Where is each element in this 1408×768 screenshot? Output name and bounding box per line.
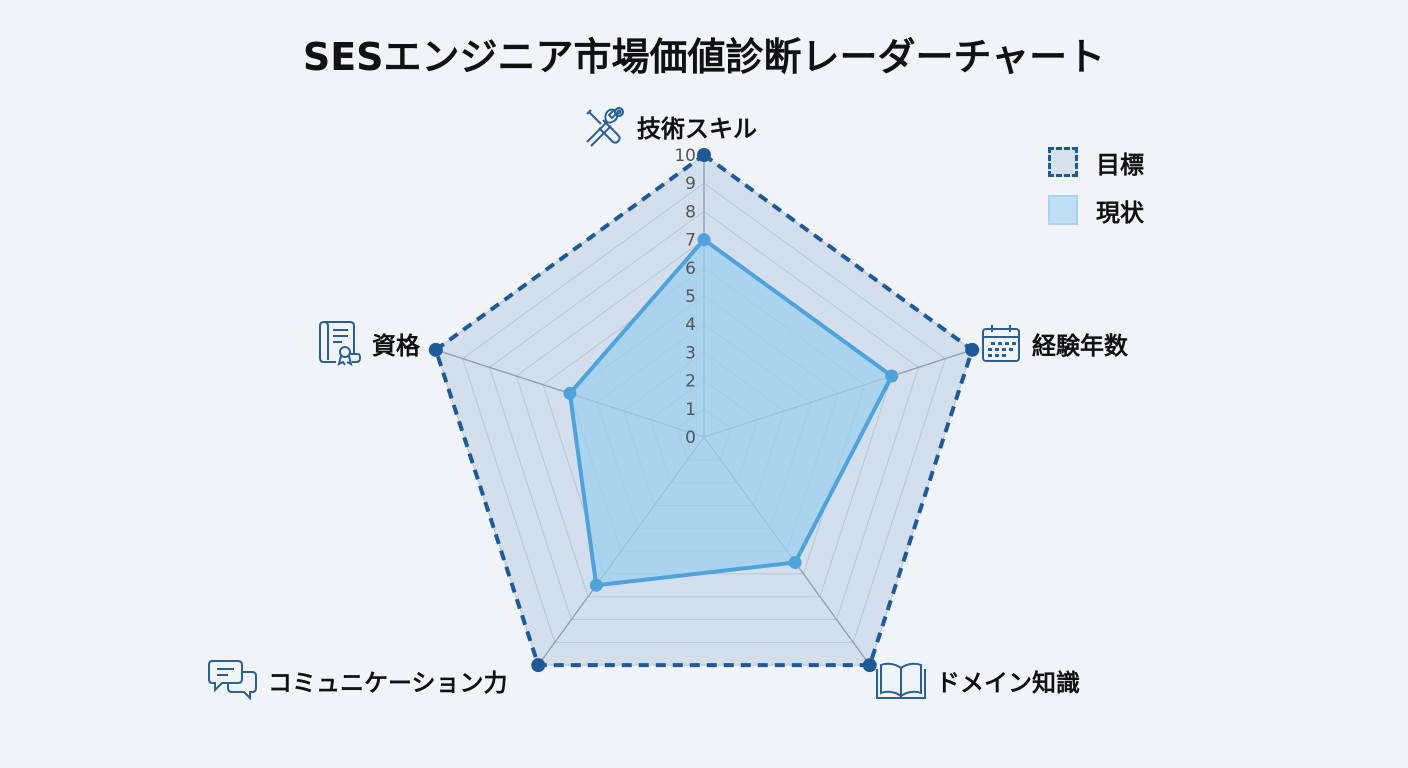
tick-label: 9	[685, 174, 696, 194]
axis-label-tech-skill: 技術スキル	[583, 104, 757, 148]
axis-label-domain: ドメイン知識	[876, 660, 1080, 700]
marker-current	[563, 386, 577, 400]
axis-label-experience: 経験年数	[980, 322, 1128, 364]
marker-target	[697, 148, 711, 162]
chat-bubbles-icon	[208, 660, 257, 701]
marker-target	[862, 658, 877, 673]
marker-current	[697, 233, 711, 247]
series-target-outline	[433, 152, 975, 668]
legend-label-current: 現状	[1096, 198, 1144, 227]
calendar-icon	[982, 325, 1020, 362]
axis-label-communication: コミュニケーション力	[208, 658, 508, 702]
tick-label: 4	[685, 315, 696, 335]
tick-label: 2	[685, 372, 696, 392]
chart-title: SESエンジニア市場価値診断レーダーチャート	[302, 35, 1106, 79]
tick-label: 7	[685, 231, 696, 251]
marker-current	[788, 555, 802, 569]
tick-label: 0	[685, 428, 696, 448]
tick-label: 5	[685, 287, 696, 307]
marker-target	[531, 658, 546, 673]
axis-label-text: 技術スキル	[637, 114, 757, 143]
tick-label: 8	[685, 202, 696, 222]
axis-label-text: ドメイン知識	[936, 668, 1080, 697]
legend-swatch-current	[1048, 195, 1078, 225]
marker-current	[885, 369, 899, 383]
tick-label: 1	[685, 400, 696, 420]
legend-item-target[interactable]: 目標	[1048, 138, 1144, 186]
wrench-gear-icon	[586, 107, 624, 147]
series-current-area	[567, 237, 894, 588]
axis-label-text: 資格	[372, 331, 420, 360]
tick-label: 6	[685, 259, 696, 279]
certificate-icon	[319, 321, 362, 366]
marker-current	[589, 578, 603, 592]
legend-swatch-target	[1048, 147, 1078, 177]
open-book-icon	[876, 662, 926, 699]
axis-label-certification: 資格	[318, 320, 420, 366]
marker-target	[965, 342, 980, 357]
legend-item-current[interactable]: 現状	[1048, 186, 1144, 234]
tick-label: 3	[685, 343, 696, 363]
grid-ring	[488, 210, 920, 621]
marker-target	[428, 342, 443, 357]
axis-label-text: コミュニケーション力	[268, 668, 508, 697]
legend-label-target: 目標	[1096, 150, 1144, 179]
grid-ring	[462, 182, 946, 643]
axis-label-text: 経験年数	[1032, 331, 1128, 360]
tick-label: 10	[674, 146, 696, 166]
legend: 目標 現状	[1048, 138, 1144, 234]
